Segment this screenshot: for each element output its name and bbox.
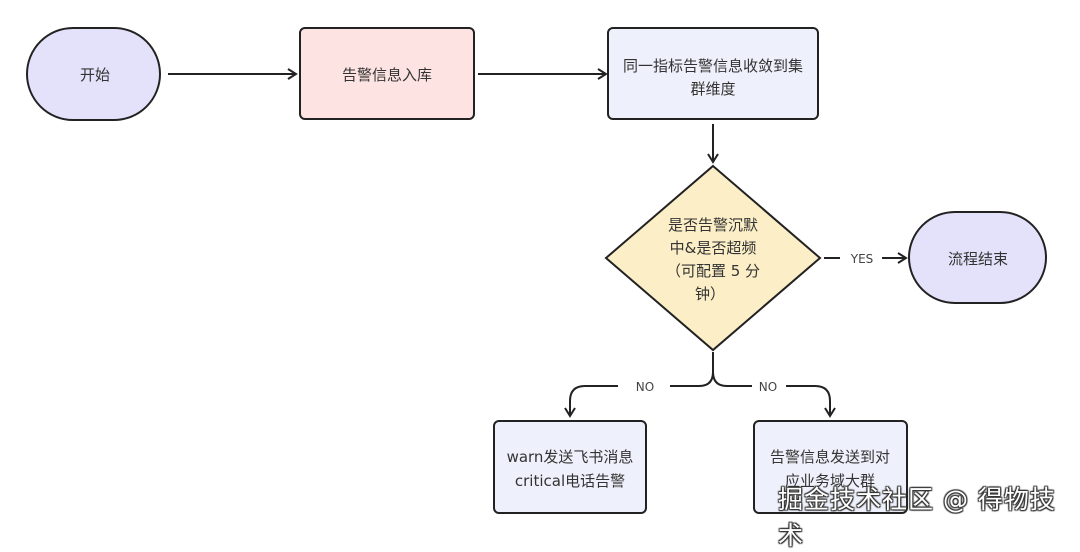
node-decision-line-4: 钟） [695, 285, 725, 303]
edge-label-no-right: NO [759, 380, 777, 394]
edge-label-no-left: NO [636, 380, 654, 394]
terminal-shape [908, 211, 1047, 304]
flowchart: YES NO NO 开始 告警信息入库 同一指标告警信息收敛到集 群维度 是否告… [26, 27, 1047, 514]
node-converge-line-2: 群维度 [690, 80, 735, 98]
edge-decision-to-group: NO [712, 371, 836, 418]
node-decision: 是否告警沉默 中&是否超频 （可配置 5 分 钟） [604, 164, 822, 352]
node-group-line-1: 告警信息发送到对 [770, 448, 890, 466]
node-converge: 同一指标告警信息收敛到集 群维度 [607, 27, 819, 120]
process-shape [493, 420, 647, 514]
node-start: 开始 [26, 27, 161, 121]
node-ingest-label: 告警信息入库 [342, 66, 432, 84]
node-end: 流程结束 [908, 211, 1047, 304]
node-decision-line-3: （可配置 5 分 [666, 262, 760, 280]
node-group-line-2: 应业务域大群 [785, 472, 875, 490]
edge-label-yes: YES [850, 252, 874, 266]
process-shape [753, 420, 908, 514]
node-ingest: 告警信息入库 [299, 27, 475, 120]
terminal-shape [26, 27, 161, 121]
node-end-label: 流程结束 [948, 250, 1008, 268]
node-notify-line-1: warn发送飞书消息 [507, 448, 634, 466]
node-decision-line-2: 中&是否超频 [670, 239, 757, 257]
node-group: 告警信息发送到对 应业务域大群 [753, 420, 908, 514]
node-start-label: 开始 [80, 66, 110, 84]
process-shape [299, 27, 475, 120]
decision-shape [604, 164, 822, 352]
edge-decision-to-end: YES [824, 252, 908, 266]
node-converge-line-1: 同一指标告警信息收敛到集 [623, 57, 803, 75]
node-decision-line-1: 是否告警沉默 [668, 216, 758, 234]
node-notify: warn发送飞书消息 critical电话告警 [493, 420, 647, 514]
watermark: 掘金技术社区 @ 得物技术 [778, 485, 1056, 550]
edge-decision-to-notify: NO [564, 352, 714, 418]
node-notify-line-2: critical电话告警 [515, 472, 625, 490]
process-shape [607, 27, 819, 120]
